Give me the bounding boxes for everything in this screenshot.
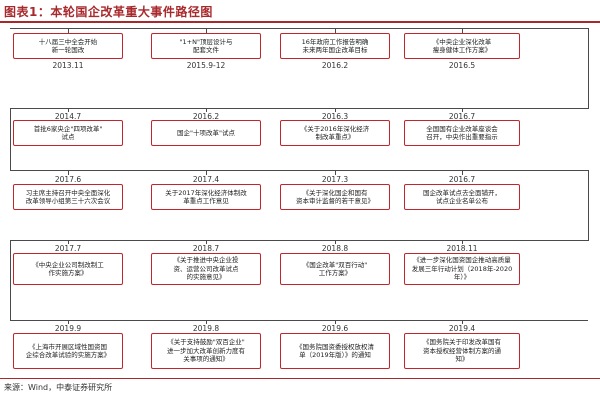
event-box: 关于2017年深化经济体制改 革重点工作意见 (151, 184, 261, 210)
event-date: 2014.7 (54, 112, 82, 121)
event-text: 首批6家央企"四项改革" 试点 (33, 124, 103, 142)
event-text: 国企"十项改革"试点 (177, 128, 235, 137)
event-drop-1-1 (68, 28, 69, 33)
event-drop-1-3 (335, 28, 336, 33)
event-box: 首批6家央企"四项改革" 试点 (13, 120, 123, 146)
event-drop-5-2 (206, 320, 207, 324)
event-date: 2016.7 (448, 112, 476, 121)
row-connector-1 (10, 28, 588, 29)
event-drop-3-2 (206, 170, 207, 175)
event-date: 2017.6 (54, 175, 82, 184)
event-date: 2019.9 (54, 324, 82, 333)
event-drop-5-1 (68, 320, 69, 324)
event-box: 国企"十项改革"试点 (151, 120, 261, 146)
event-text: 十八届三中全会开始 新一轮国改 (38, 37, 98, 55)
event-box: 《关于2016年深化经济 制改革重点》 (280, 120, 390, 146)
event-text: 全国国有企业改革座谈会 召开，中央作出重要指示 (426, 124, 498, 142)
event-box: 《关于支持鼓励"双百企业" 进一步加大改革创新力度有 关事项的通知》 (151, 333, 261, 369)
source-note: 来源：Wind，中泰证券研究所 (4, 383, 113, 392)
event-date: 2016.5 (448, 61, 476, 70)
event-drop-3-3 (335, 170, 336, 175)
event-box: 习主席主持召开中央全面深化 改革领导小组第三十六次会议 (13, 184, 123, 210)
event-text: 《中央企业深化改革 瘦身健体工作方案》 (432, 37, 492, 55)
event-text: 《国务院关于印发改革国有 资本授权经营体制方案的通 知》 (423, 338, 501, 364)
event-drop-5-4 (462, 320, 463, 324)
event-box: 《国企改革"双百行动" 工作方案》 (280, 253, 390, 285)
event-box: 国企改革试点去全面铺开， 试点企业名单公布 (404, 184, 520, 210)
event-box: "1+N"顶层设计与 配套文件 (151, 33, 261, 59)
row-link-3 (588, 170, 589, 241)
event-date: 2015.9-12 (186, 61, 226, 70)
event-text: 国企改革试点去全面铺开， 试点企业名单公布 (423, 188, 501, 206)
event-text: 《关于推进中央企业投 资、运营公司改革试点 的实施意见》 (173, 256, 239, 282)
event-box: 十八届三中全会开始 新一轮国改 (13, 33, 123, 59)
event-box: 16年政府工作报告明确 未来两年国企改革目标 (280, 33, 390, 59)
row-connector-3 (10, 170, 588, 171)
title-rule (0, 21, 600, 23)
event-text: 《关于深化国企和国有 资本审计监督的若干意见》 (296, 188, 374, 206)
event-drop-4-4 (462, 240, 463, 244)
row-link-2 (10, 108, 11, 171)
event-date: 2017.3 (321, 175, 349, 184)
event-box: 《国务院国资委授权放权清 单（2019年版）》的通知 (280, 333, 390, 369)
event-box: 《关于深化国企和国有 资本审计监督的若干意见》 (280, 184, 390, 210)
event-date: 2019.6 (321, 324, 349, 333)
event-date: 2018.7 (192, 244, 220, 253)
event-drop-5-3 (335, 320, 336, 324)
event-text: "1+N"顶层设计与 配套文件 (179, 37, 233, 55)
event-date: 2019.8 (192, 324, 220, 333)
row-connector-5 (10, 320, 588, 321)
title-bar: 图表1：本轮国企改革重大事件路径图 (0, 0, 600, 23)
event-box: 《关于推进中央企业投 资、运营公司改革试点 的实施意见》 (151, 253, 261, 285)
event-date: 2013.11 (52, 61, 84, 70)
figure-title: 图表1：本轮国企改革重大事件路径图 (4, 5, 213, 19)
event-text: 16年政府工作报告明确 未来两年国企改革目标 (301, 37, 369, 55)
event-date: 2018.11 (446, 244, 478, 253)
event-date: 2018.8 (321, 244, 349, 253)
event-box: 《中央企业深化改革 瘦身健体工作方案》 (404, 33, 520, 59)
event-date: 2016.7 (448, 175, 476, 184)
event-text: 《国务院国资委授权放权清 单（2019年版）》的通知 (296, 342, 374, 360)
bottom-rule (0, 378, 600, 379)
event-date: 2016.2 (192, 112, 220, 121)
event-text: 《国企改革"双百行动" 工作方案》 (302, 260, 368, 278)
event-drop-4-1 (68, 240, 69, 244)
event-drop-1-4 (462, 28, 463, 33)
event-date: 2019.4 (448, 324, 476, 333)
event-text: 《中央企业公司制改制工 作实施方案》 (32, 260, 104, 278)
event-text: 《进一步深化国资国企推动高质量 发展三年行动计划（2018年-2020 年）》 (411, 256, 513, 282)
event-box: 《上海市开展区域性国资国 企综合改革试验的实施方案》 (13, 333, 123, 369)
event-box: 《国务院关于印发改革国有 资本授权经营体制方案的通 知》 (404, 333, 520, 369)
event-text: 习主席主持召开中央全面深化 改革领导小组第三十六次会议 (25, 188, 111, 206)
event-date: 2017.4 (192, 175, 220, 184)
event-drop-4-3 (335, 240, 336, 244)
event-date: 2016.2 (321, 61, 349, 70)
event-box: 《进一步深化国资国企推动高质量 发展三年行动计划（2018年-2020 年）》 (404, 253, 520, 285)
event-drop-2-1 (68, 108, 69, 112)
row-link-1 (588, 28, 589, 109)
event-drop-3-4 (462, 170, 463, 175)
row-link-4 (10, 240, 11, 321)
event-text: 关于2017年深化经济体制改 革重点工作意见 (165, 188, 247, 206)
event-date: 2017.7 (54, 244, 82, 253)
event-box: 《中央企业公司制改制工 作实施方案》 (13, 253, 123, 285)
event-drop-2-2 (206, 108, 207, 112)
event-text: 《关于2016年深化经济 制改革重点》 (300, 124, 370, 142)
event-drop-1-2 (206, 28, 207, 33)
event-date: 2016.3 (321, 112, 349, 121)
event-drop-3-1 (68, 170, 69, 175)
event-drop-2-3 (335, 108, 336, 112)
row-connector-4 (10, 240, 588, 241)
row-connector-2 (10, 108, 588, 109)
event-text: 《上海市开展区域性国资国 企综合改革试验的实施方案》 (25, 342, 111, 360)
event-box: 全国国有企业改革座谈会 召开，中央作出重要指示 (404, 120, 520, 146)
event-text: 《关于支持鼓励"双百企业" 进一步加大改革创新力度有 关事项的通知》 (167, 338, 245, 364)
event-drop-2-4 (462, 108, 463, 112)
event-drop-4-2 (206, 240, 207, 244)
